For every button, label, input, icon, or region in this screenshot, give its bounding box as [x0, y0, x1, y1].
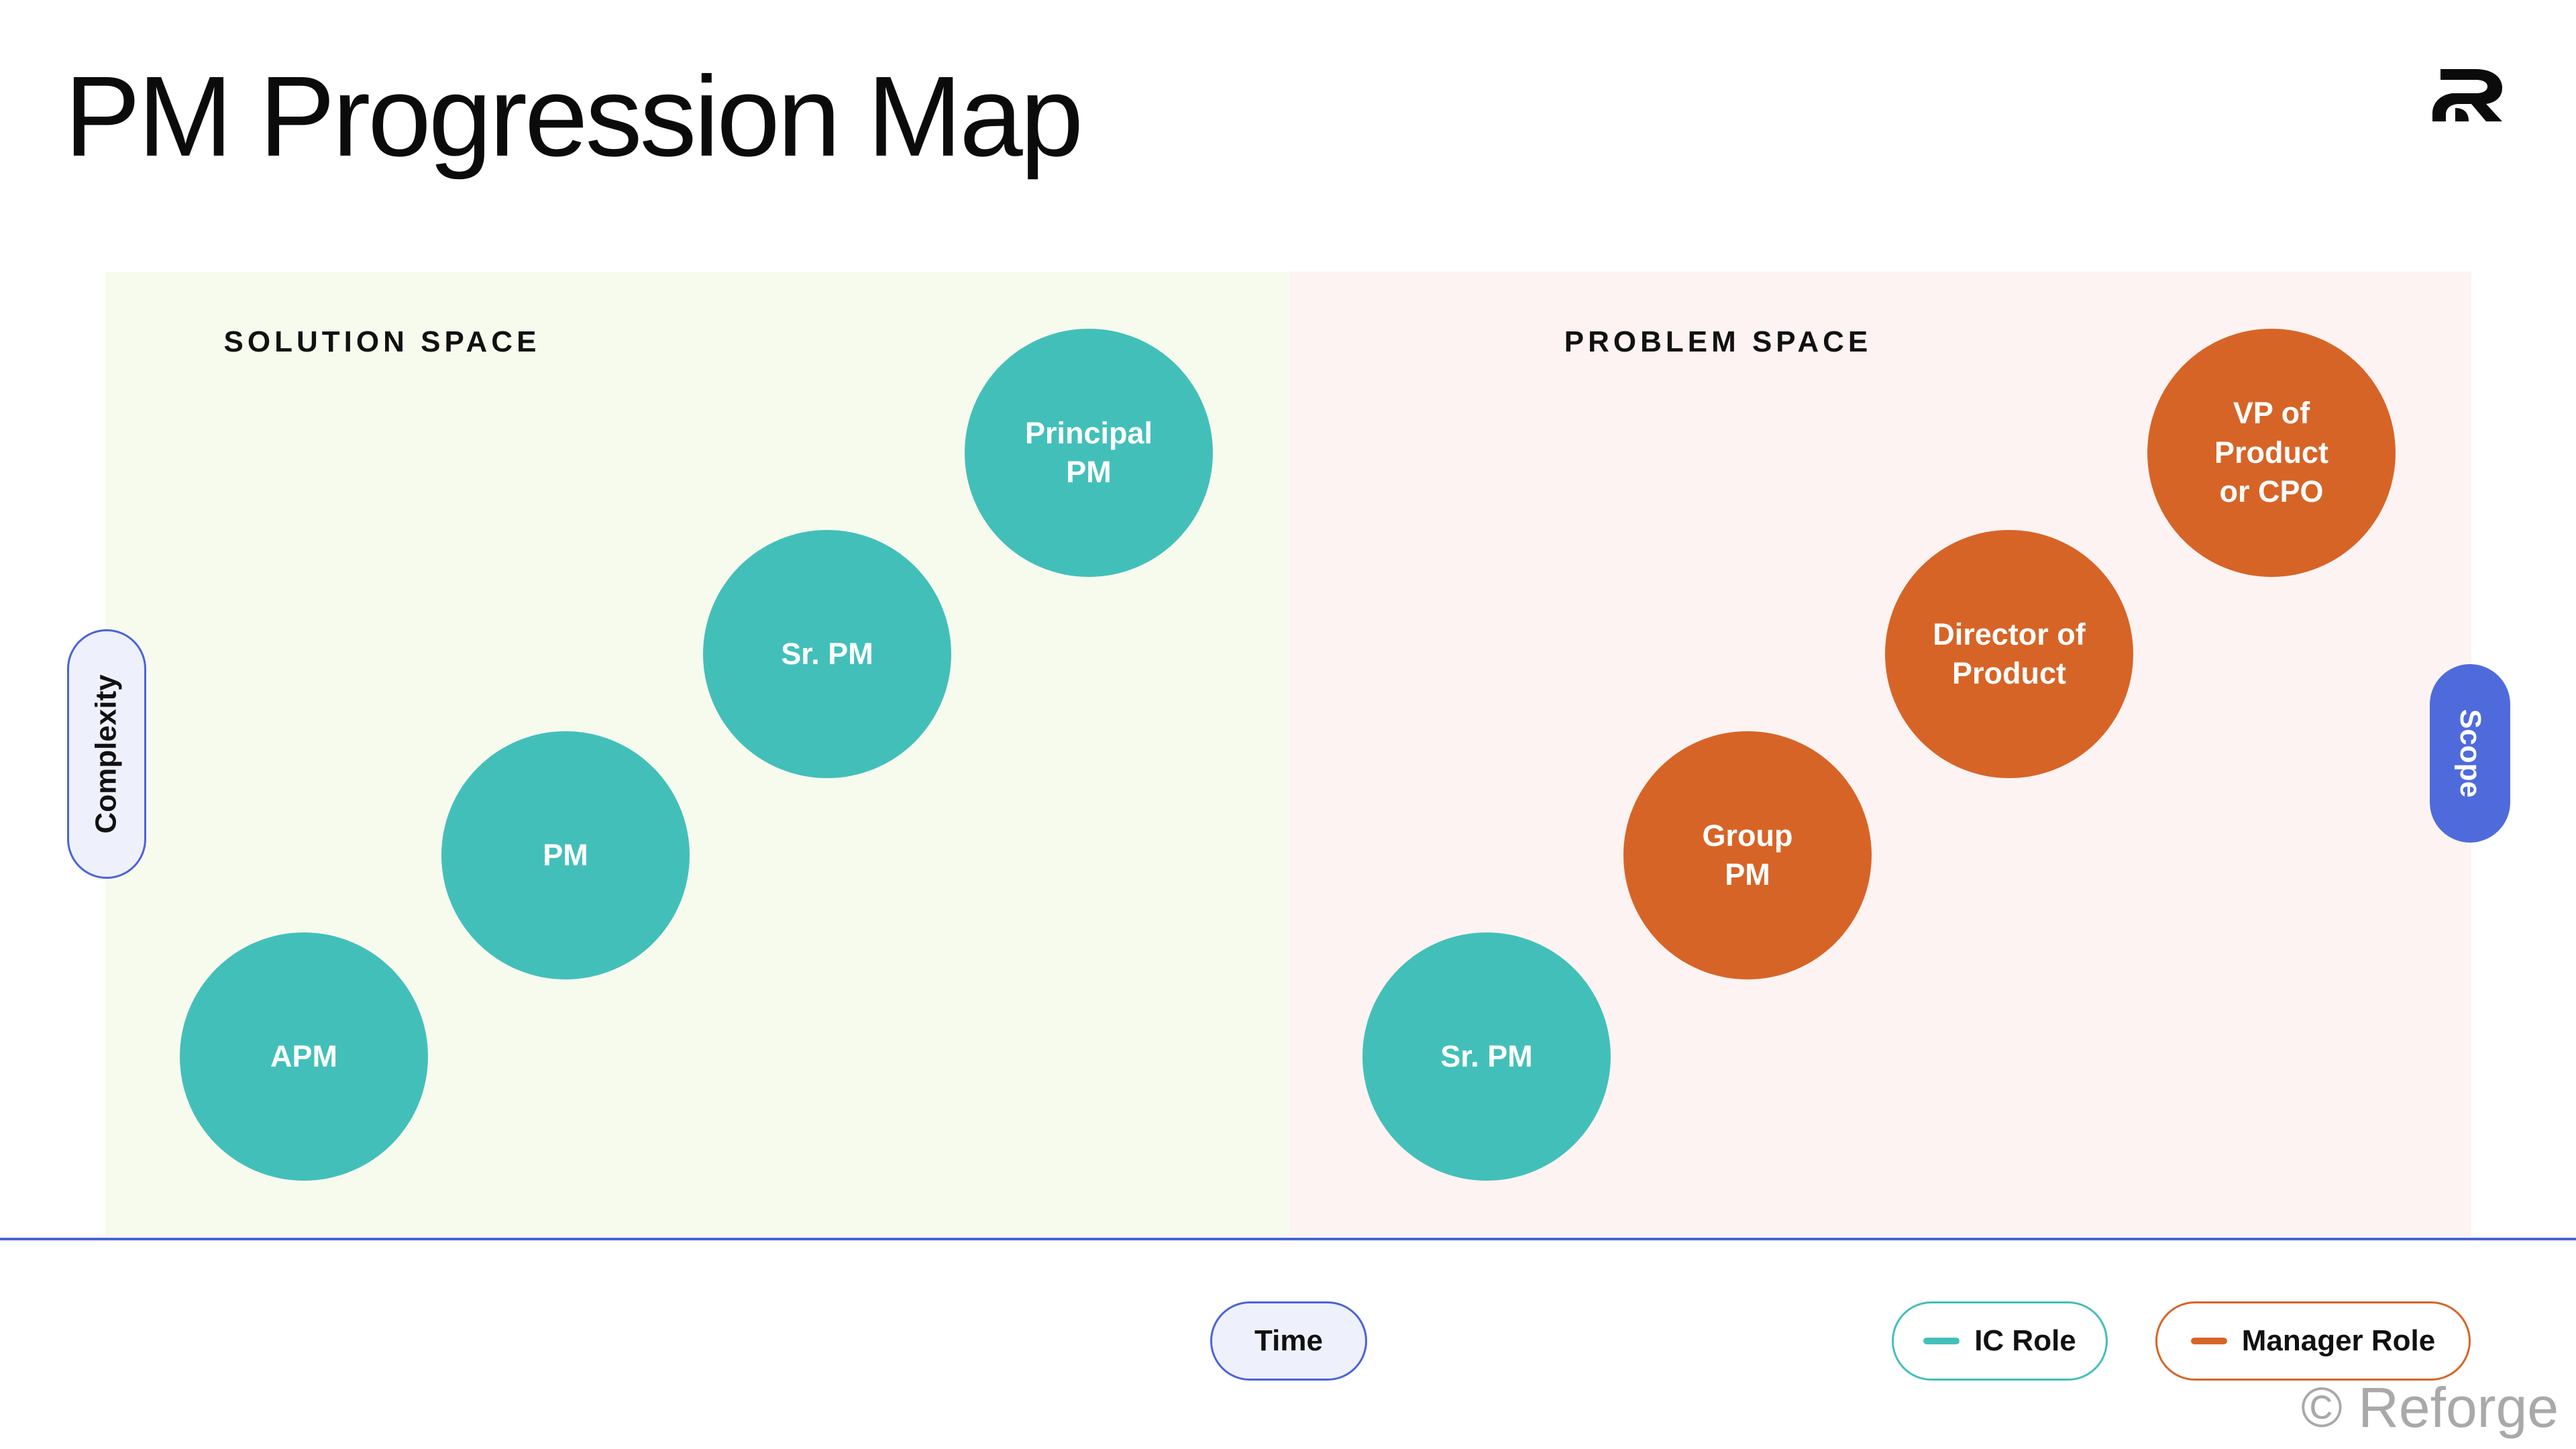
scope-text: Scope: [2454, 708, 2487, 798]
legend-manager-role: Manager Role: [2155, 1301, 2471, 1381]
ic-role-label: IC Role: [1974, 1324, 2076, 1357]
time-text: Time: [1254, 1324, 1323, 1357]
reforge-logo-icon: [2432, 69, 2502, 121]
manager-role-label: Manager Role: [2241, 1324, 2436, 1357]
solution-space-label: SOLUTION SPACE: [223, 325, 541, 358]
node-vp-of-product: VP of Product or CPO: [2147, 329, 2396, 577]
manager-role-swatch: [2190, 1338, 2227, 1344]
copyright-text: © Reforge: [2301, 1376, 2559, 1439]
node-principal-pm: Principal PM: [965, 329, 1213, 577]
time-axis-line: [0, 1238, 2576, 1240]
complexity-text: Complexity: [90, 674, 123, 834]
node-sr-pm-solution: Sr. PM: [703, 530, 951, 778]
ic-role-swatch: [1923, 1338, 1960, 1344]
complexity-axis-label: Complexity: [67, 629, 146, 879]
page-title: PM Progression Map: [64, 53, 1083, 180]
node-sr-pm-problem: Sr. PM: [1362, 932, 1611, 1181]
scope-axis-label: Scope: [2430, 664, 2510, 843]
node-group-pm: Group PM: [1623, 731, 1872, 979]
node-director-of-product: Director of Product: [1885, 530, 2133, 778]
time-axis-label: Time: [1210, 1301, 1367, 1381]
node-apm: APM: [180, 932, 428, 1181]
node-pm: PM: [441, 731, 690, 979]
legend-ic-role: IC Role: [1892, 1301, 2108, 1381]
problem-space-label: PROBLEM SPACE: [1564, 325, 1872, 358]
